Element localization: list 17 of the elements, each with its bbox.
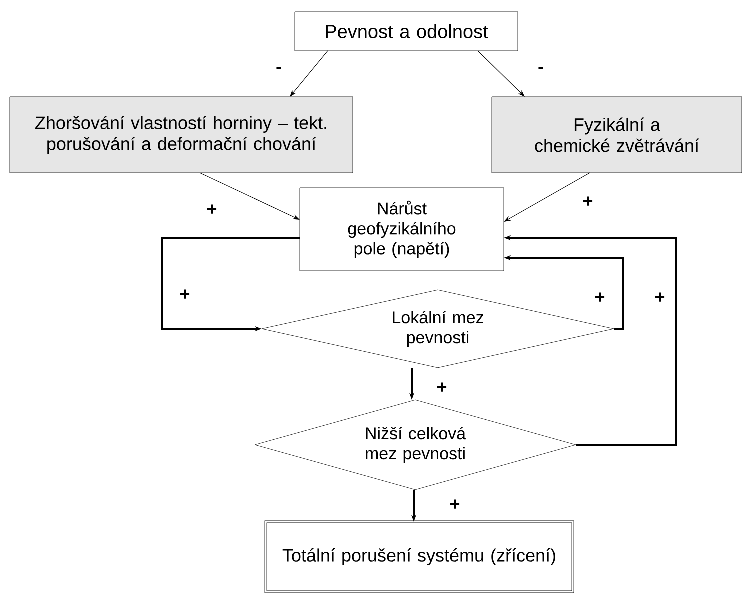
- edge-label: +: [656, 292, 665, 302]
- edge-label: +: [584, 196, 593, 206]
- edge-label: +: [180, 290, 190, 299]
- edge-label: +: [596, 292, 605, 302]
- edge-label: -: [538, 67, 544, 70]
- process-box: Nárůst geofyzikálního pole (napětí): [300, 188, 504, 272]
- arrow: [478, 50, 525, 97]
- edge-label: +: [438, 382, 447, 392]
- process-box: Fyzikální a chemické zvětrávání: [492, 96, 742, 174]
- edge-label: +: [208, 204, 217, 214]
- edge-label: +: [450, 500, 460, 509]
- arrow: [504, 172, 590, 222]
- result-box: Totální porušení systému (zřícení): [264, 520, 574, 594]
- process-box: Zhoršování vlastností horniny – tekt. porušování a deformační chování: [10, 96, 354, 174]
- arrow: [290, 50, 328, 97]
- process-box: Pevnost a odolnost: [294, 12, 518, 52]
- edge-label: -: [276, 67, 282, 70]
